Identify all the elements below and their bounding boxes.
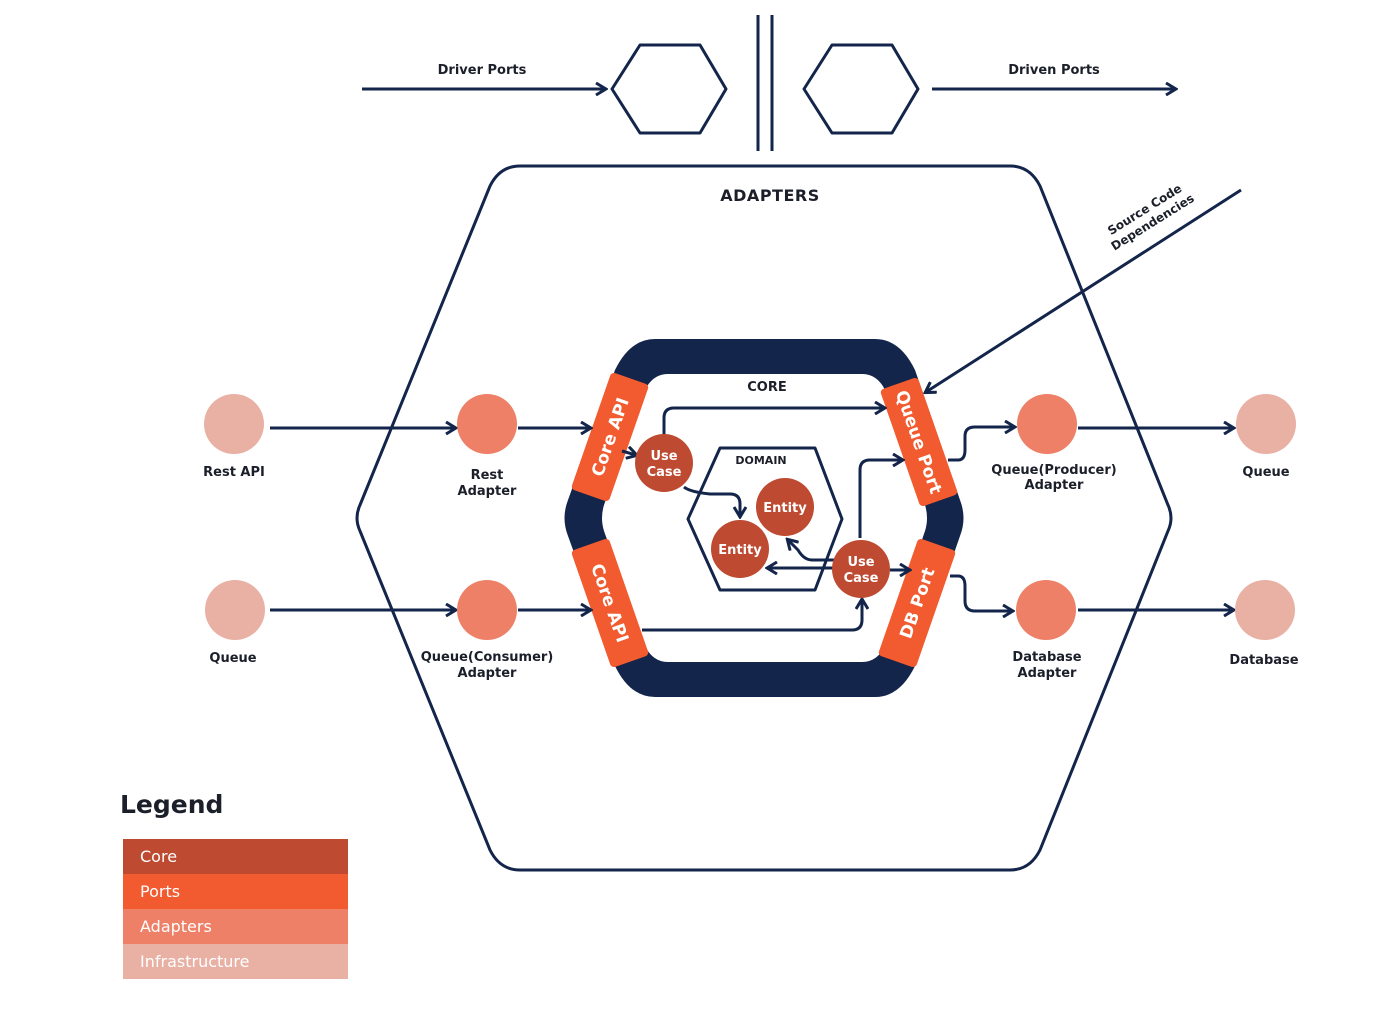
svg-text:Queue(Consumer): Queue(Consumer) [421, 650, 554, 665]
domain-title: DOMAIN [735, 454, 786, 467]
svg-text:Adapter: Adapter [458, 666, 517, 681]
coreapi-to-usecase2-arrow [642, 600, 862, 632]
usecase1-to-entity-arrow [683, 485, 740, 516]
port-separator [756, 15, 774, 151]
legend-item-infrastructure: Infrastructure [123, 944, 348, 979]
node-queue-right: Queue [1236, 394, 1296, 480]
driven-ports-group: Driven Ports [802, 43, 1175, 135]
source-code-dependencies-arrow [926, 188, 1242, 392]
node-queue-producer-adapter: Queue(Producer) Adapter [991, 394, 1117, 493]
node-rest-adapter: Rest Adapter [457, 394, 517, 499]
node-rest-api: Rest API [203, 394, 265, 480]
adapters-title: ADAPTERS [720, 186, 819, 205]
driver-ports-group: Driver Ports [362, 43, 728, 135]
queueport-to-producer-adapter-arrow [948, 427, 1014, 462]
legend-item-ports: Ports [123, 874, 348, 909]
entity-2: Entity [711, 520, 769, 578]
svg-text:Database: Database [1012, 650, 1081, 665]
node-queue-consumer-adapter: Queue(Consumer) Adapter [421, 580, 554, 681]
svg-text:Adapter: Adapter [458, 484, 517, 499]
node-database: Database [1229, 580, 1299, 668]
svg-text:Case: Case [647, 465, 682, 480]
svg-text:Database: Database [1229, 653, 1298, 668]
use-case-2: Use Case [832, 540, 890, 598]
legend: Legend Core Ports Adapters Infrastructur… [120, 790, 350, 979]
svg-text:Adapter: Adapter [1018, 666, 1077, 681]
svg-text:Queue: Queue [1242, 465, 1289, 480]
domain-hexagon [686, 446, 844, 592]
driven-ports-label: Driven Ports [1008, 63, 1100, 78]
legend-item-adapters: Adapters [123, 909, 348, 944]
svg-text:Entity: Entity [763, 501, 807, 516]
dbport-to-database-adapter-arrow [950, 574, 1012, 611]
node-database-adapter: Database Adapter [1012, 580, 1082, 681]
usecase2-to-entity-right-arrow [788, 540, 836, 562]
svg-text:Queue(Producer): Queue(Producer) [991, 463, 1116, 478]
source-code-dependencies-label: Source Code Dependencies [1105, 181, 1197, 253]
svg-text:Rest API: Rest API [203, 465, 265, 480]
driver-ports-label: Driver Ports [438, 63, 527, 78]
legend-item-core: Core [123, 839, 348, 874]
node-queue-left: Queue [205, 580, 265, 666]
adapters-hexagon [355, 164, 1173, 872]
svg-text:Case: Case [844, 571, 879, 586]
driver-port-hexagon [610, 43, 728, 135]
svg-text:Entity: Entity [718, 543, 762, 558]
driven-port-hexagon [802, 43, 920, 135]
usecase1-to-queueport-arrow [662, 408, 884, 435]
svg-text:Use: Use [650, 449, 677, 464]
coreapi-to-usecase1-arrow [621, 451, 636, 455]
entity-1: Entity [756, 478, 814, 536]
usecase2-to-queueport-arrow [858, 460, 902, 538]
svg-text:Adapter: Adapter [1025, 478, 1084, 493]
use-case-1: Use Case [635, 434, 693, 492]
svg-text:Use: Use [847, 555, 874, 570]
legend-title: Legend [120, 790, 224, 819]
svg-text:Rest: Rest [471, 468, 504, 483]
svg-text:Queue: Queue [209, 651, 256, 666]
core-title: CORE [747, 380, 786, 395]
